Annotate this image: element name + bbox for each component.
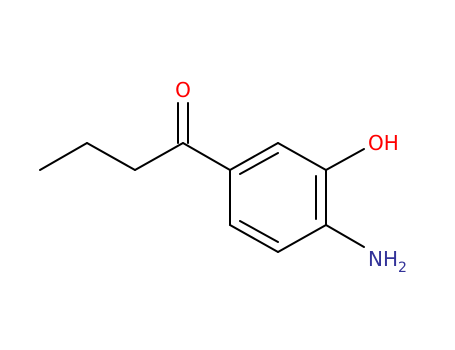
ring-bond-1 [229, 142, 279, 171]
ring-bond-4 [277, 224, 327, 253]
bond-c1-c2 [39, 142, 88, 171]
ring-bond-1-inner [239, 152, 279, 175]
amino-subscript: 2 [398, 260, 407, 276]
bond-c2-c3 [86, 142, 136, 171]
oxygen-carbonyl-label: O [175, 78, 191, 102]
ring-bond-5-inner [239, 220, 279, 243]
bond-c3-c4 [134, 142, 184, 171]
amino-label: NH2 [368, 247, 407, 276]
hydroxyl-label: OH [368, 131, 399, 155]
ring-bond-5 [229, 224, 279, 253]
bond-ring-oh [325, 148, 365, 171]
ring-bond-2 [277, 142, 327, 171]
bond-ring-nh2 [325, 224, 365, 248]
amino-symbol: NH [368, 247, 398, 271]
bond-c4-ring [182, 142, 231, 171]
